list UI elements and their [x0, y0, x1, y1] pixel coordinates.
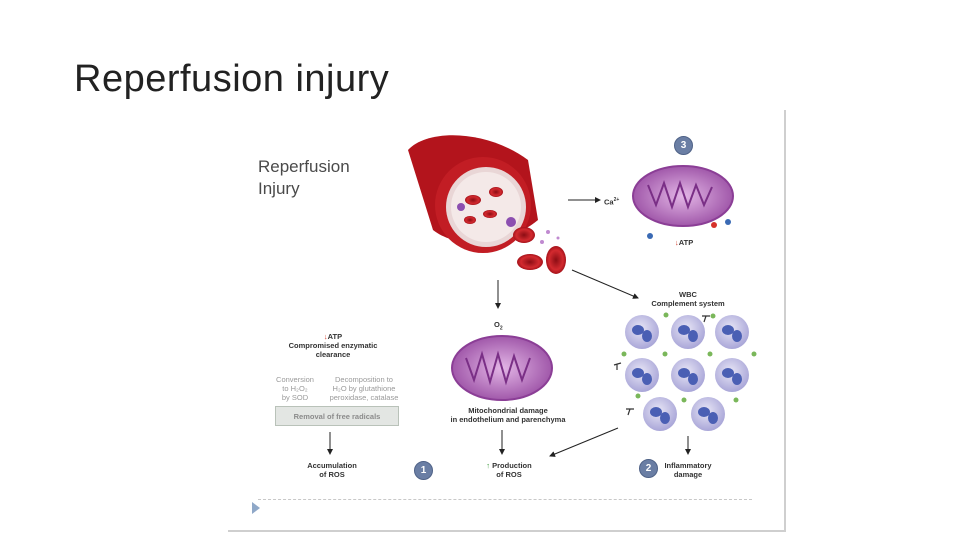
compromised-line2: clearance: [278, 350, 388, 359]
production-up-arrow: ↑: [486, 461, 490, 470]
left-atp-label: ↓ATP Compromised enzymatic clearance: [278, 332, 388, 359]
mito-damage-line1: Mitochondrial damage: [438, 406, 578, 415]
step-badge-3: 3: [674, 136, 693, 155]
slide-title: Reperfusion injury: [74, 58, 389, 101]
figure-divider: [258, 499, 752, 500]
left-atp-text: ATP: [328, 332, 342, 341]
mito-damage-line2: in endothelium and parenchyma: [438, 415, 578, 424]
atp-right-label: ↓ATP: [675, 238, 693, 247]
play-icon: [252, 502, 260, 514]
inflammatory-damage-label: Inflammatory damage: [658, 461, 718, 479]
inflammatory-line2: damage: [658, 470, 718, 479]
production-line1: Production: [492, 461, 532, 470]
oxygen-label: O2: [494, 320, 503, 334]
accumulation-of-ros-label: Accumulation of ROS: [302, 461, 362, 479]
conversion-line3: by SOD: [270, 393, 320, 402]
wbc-line1: WBC: [638, 290, 738, 299]
figure-title-line2: Injury: [258, 178, 350, 200]
step-badge-2: 2: [639, 459, 658, 478]
decomposition-line3: peroxidase, catalase: [322, 393, 406, 402]
production-of-ros-label: ↑ Production of ROS: [476, 461, 542, 479]
decomposition-line2: H₂O by glutathione: [322, 384, 406, 393]
inflammatory-line1: Inflammatory: [658, 461, 718, 470]
step-badge-1: 1: [414, 461, 433, 480]
atp-right-text: ATP: [679, 238, 693, 247]
accumulation-line2: of ROS: [302, 470, 362, 479]
conversion-line2: to H₂O₂: [270, 384, 320, 393]
oxygen-subscript: 2: [500, 326, 503, 332]
conversion-line1: Conversion: [270, 375, 320, 384]
wbc-label: WBC Complement system: [638, 290, 738, 308]
figure-title-line1: Reperfusion: [258, 156, 350, 178]
decomposition-label: Decomposition to H₂O by glutathione pero…: [322, 375, 406, 402]
conversion-label: Conversion to H₂O₂ by SOD: [270, 375, 320, 402]
mitochondrion-center-illustration: [452, 336, 552, 400]
calcium-superscript: 2+: [614, 197, 620, 203]
mitochondrion-top-illustration: [633, 166, 733, 239]
calcium-label: Ca2+: [604, 196, 619, 207]
accumulation-line1: Accumulation: [302, 461, 362, 470]
removal-of-free-radicals-box: Removal of free radicals: [275, 406, 399, 426]
production-line2: of ROS: [476, 470, 542, 479]
decomposition-line1: Decomposition to: [322, 375, 406, 384]
wbc-line2: Complement system: [638, 299, 738, 308]
blood-vessel-illustration: [408, 135, 566, 274]
white-blood-cells-illustration: [614, 313, 757, 432]
compromised-line1: Compromised enzymatic: [278, 341, 388, 350]
calcium-text: Ca: [604, 198, 614, 207]
mitochondrial-damage-label: Mitochondrial damage in endothelium and …: [438, 406, 578, 424]
reperfusion-figure: Reperfusion Injury 3 1 2 Ca2+ ↓ATP O2 WB…: [228, 110, 786, 532]
figure-title: Reperfusion Injury: [258, 156, 350, 200]
